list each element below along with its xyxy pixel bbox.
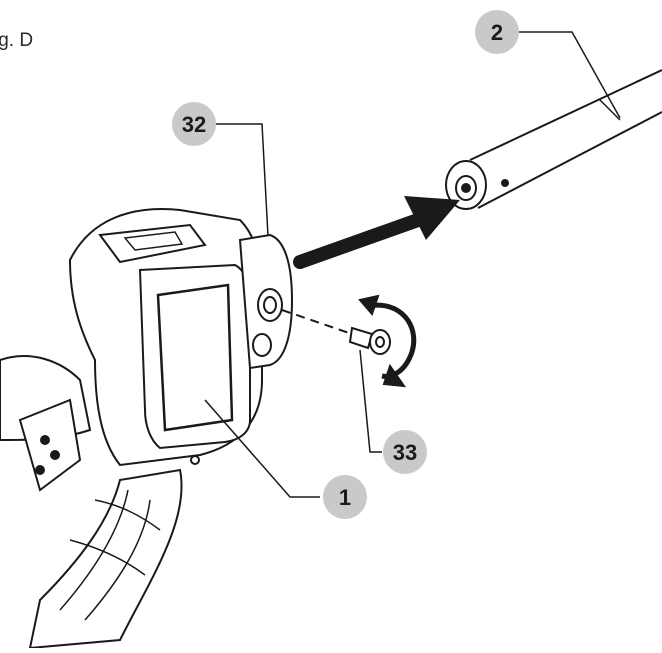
callout-32: 32 [172,102,216,146]
tube-icon [445,69,662,210]
insertion-arrow-icon [293,196,460,269]
handle-icon [0,208,294,650]
callout-33: 33 [383,430,427,474]
figure-label: ig. D [0,30,34,51]
callout-2-label: 2 [491,20,503,45]
callout-1: 1 [323,475,367,519]
screw-icon [281,309,391,355]
leader-lines [204,31,621,498]
rotation-arrow-icon [358,294,417,388]
callout-32-label: 32 [182,112,206,137]
callout-33-label: 33 [393,440,417,465]
callout-2: 2 [475,10,519,54]
callout-1-label: 1 [339,485,351,510]
